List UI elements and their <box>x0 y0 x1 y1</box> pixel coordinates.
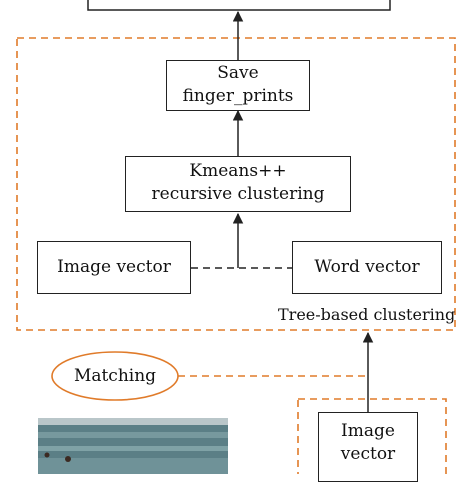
input-image-vector-box <box>318 412 418 482</box>
tree-clustering-group <box>16 37 456 331</box>
tree-clustering-label: Tree-based clustering <box>278 305 456 324</box>
recursive-clustering-label: recursive clustering <box>151 184 325 204</box>
beach-photo <box>38 418 228 474</box>
top-output-box <box>87 0 391 11</box>
matching-label: Matching <box>73 366 157 386</box>
save-fingerprints-box <box>166 60 310 111</box>
word-vector-label: Word vector <box>314 257 420 277</box>
input-group <box>297 398 447 474</box>
save-label: Save <box>217 63 259 83</box>
word-vector-box <box>292 241 442 294</box>
kmeans-label: Kmeans++ <box>189 161 287 181</box>
input-image-label: Image <box>341 421 395 441</box>
matching-node <box>51 351 179 401</box>
image-vector-box <box>37 241 191 294</box>
input-vector-label: vector <box>340 444 396 464</box>
finger-prints-label: finger_prints <box>182 86 294 106</box>
image-vector-label: Image vector <box>57 257 171 277</box>
kmeans-box <box>125 156 351 212</box>
